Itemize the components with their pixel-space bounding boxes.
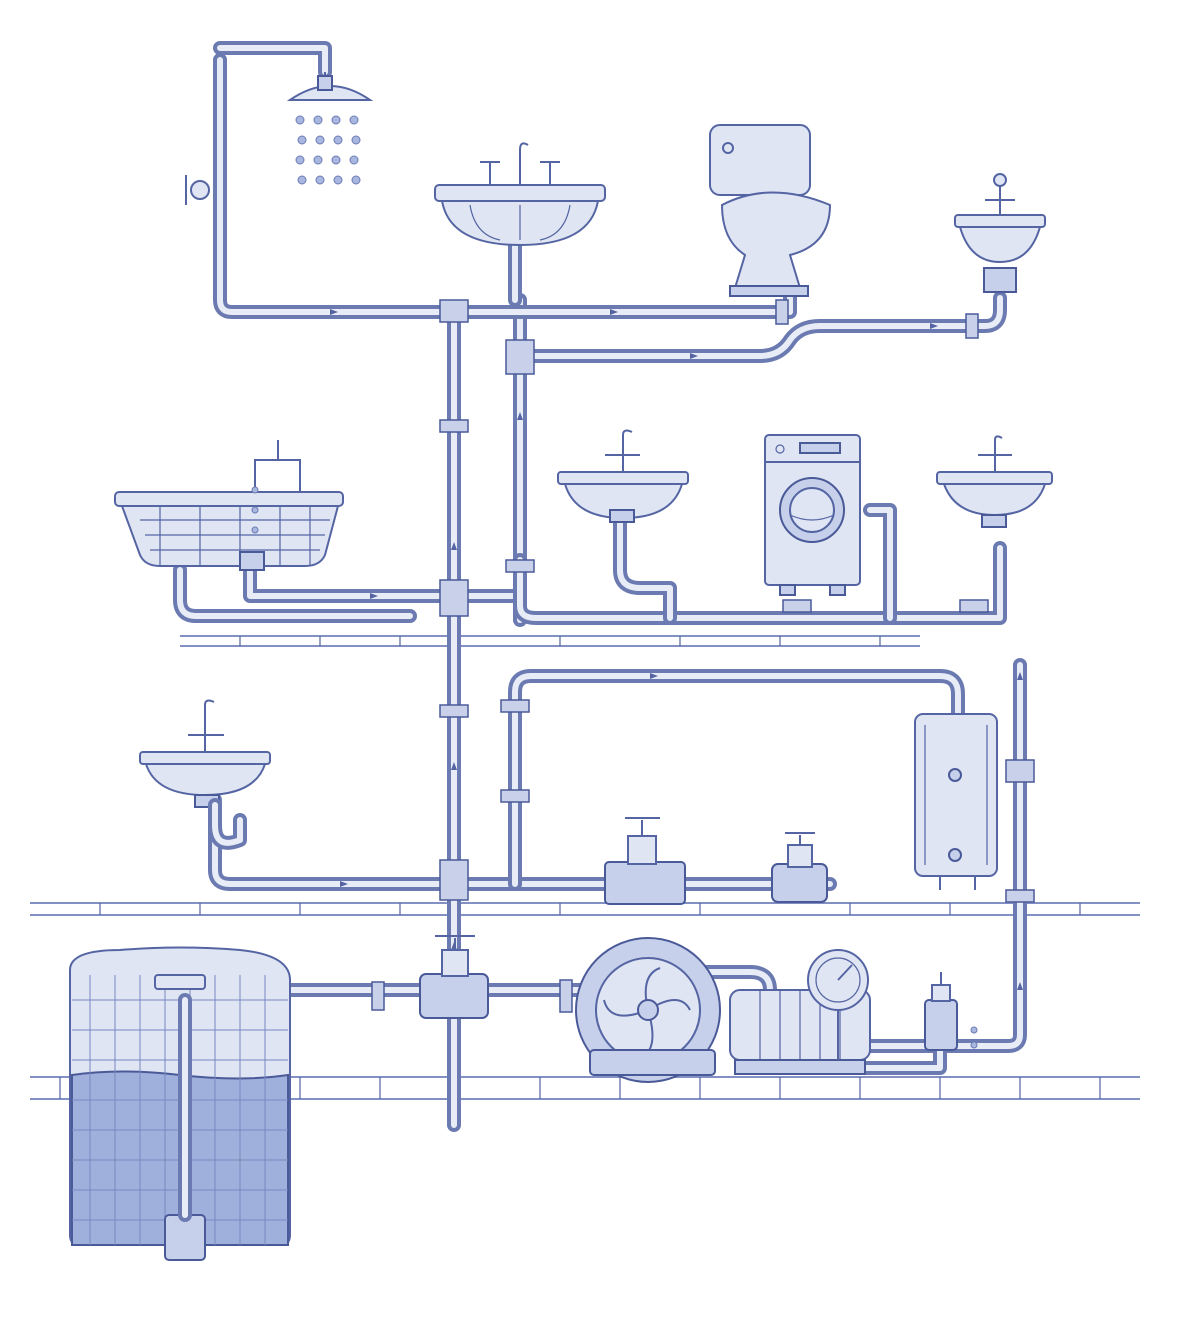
pipe-fittings: [371, 299, 1035, 1013]
pump-icon: [575, 937, 871, 1083]
suction-valve-icon: [419, 935, 489, 1019]
relief-valve-icon: [924, 972, 978, 1051]
tank-icon: [69, 946, 291, 1261]
sink-left-lower-icon: [139, 699, 271, 850]
sink-middle-icon: [557, 429, 689, 523]
bathtub-icon: [114, 440, 344, 571]
gate-valve-icon: [604, 817, 686, 905]
shower-icon: [185, 72, 374, 205]
globe-valve-icon: [771, 832, 828, 903]
toilet-icon: [709, 124, 832, 297]
boiler-icon: [914, 713, 998, 890]
sink-right-icon: [936, 435, 1053, 528]
washing-machine-icon: [764, 434, 861, 596]
washbasin-top-sink-icon: [434, 142, 606, 247]
small-basin-right-icon: [954, 173, 1046, 293]
gauge-icon: [807, 949, 869, 1060]
